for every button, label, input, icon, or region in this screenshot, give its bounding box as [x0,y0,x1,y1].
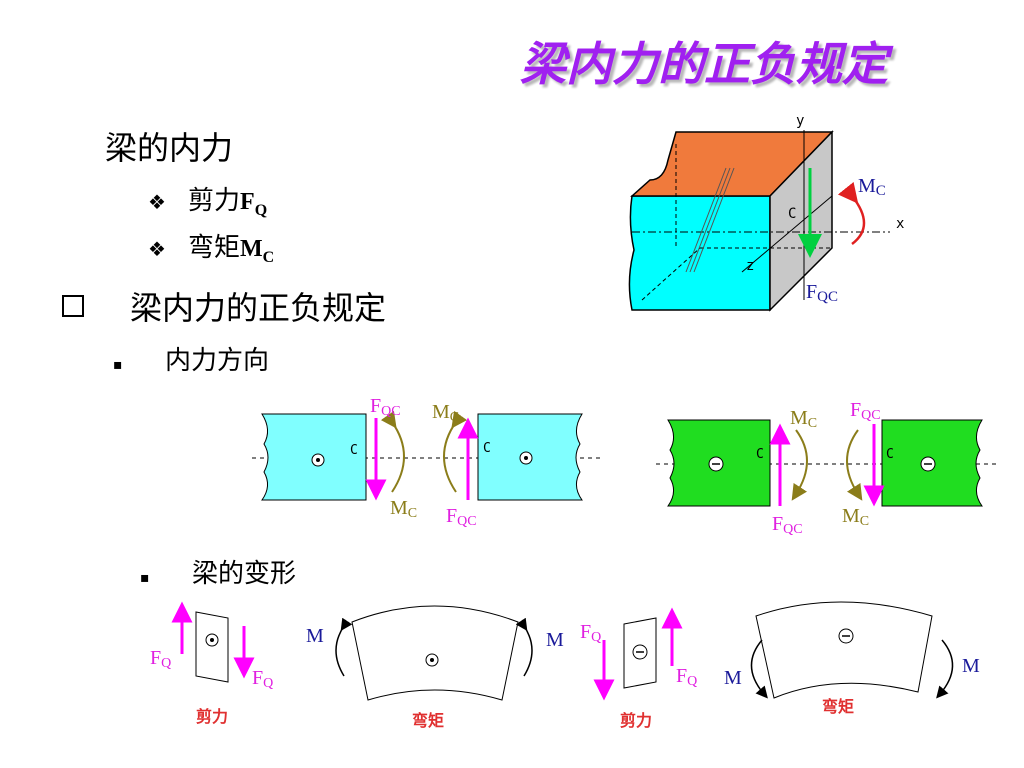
page-title: 梁内力的正负规定 [520,37,888,91]
subheading-deformation: ▪梁的变形 [140,559,297,589]
moment-mc-label: MC [790,407,817,431]
moment-mc-label: MC [390,497,417,521]
shear-caption: 剪力 [196,707,228,726]
checkbox-bullet-icon [62,295,84,317]
negative-force-direction: C C MC FQC FQC MC [656,399,998,537]
moment-m-label: M [306,625,324,647]
shear-fqc-label: FQC [850,399,881,423]
square-bullet-icon: ▪ [113,357,123,373]
shear-fq-label: FQ [676,665,697,689]
moment-m-label: M [724,667,742,689]
bullet-moment: ❖ 弯矩MC [148,227,274,267]
diamond-bullet-icon: ❖ [148,190,166,214]
shear-fqc-label: FQC [772,513,803,537]
beam-element-cube: y x z C MC FQC [628,113,904,312]
shear-fq-label: FQ [252,667,273,691]
shear-fqc-label: FQC [370,395,401,419]
shear-fqc-label: FQC [446,505,477,529]
moment-mc-label: MC [432,401,459,425]
centroid-c-label: C [788,206,796,222]
shear-caption: 剪力 [620,711,652,730]
bullet-shear-text: 剪力 [188,186,241,216]
centroid-c-label: C [886,447,894,462]
subheading-direction: ▪内力方向 [113,346,270,376]
moment-m-label: M [962,655,980,677]
shear-fq-label: FQ [580,621,601,645]
square-bullet-icon: ▪ [140,570,150,586]
moment-caption: 弯矩 [412,711,444,730]
x-axis-label: x [896,216,904,232]
bullet-shear: ❖ 剪力FQ [148,180,267,220]
moment-mc-label: MC [858,175,886,199]
moment-symbol: MC [240,236,275,266]
section-heading-internal-force: 梁的内力 [105,129,234,167]
moment-mc-label: MC [842,505,869,529]
negative-shear-deformation: FQ FQ 剪力 [580,607,697,730]
moment-m-label: M [546,629,564,651]
centroid-c-label: C [350,443,358,458]
centroid-c-label: C [483,441,491,456]
shear-fqc-label: FQC [806,281,838,305]
diamond-bullet-icon: ❖ [148,237,166,261]
positive-moment-deformation: M M 弯矩 [306,605,564,730]
section-heading-sign-convention: 梁内力的正负规定 [62,283,386,329]
section-heading-text: 梁内力的正负规定 [130,289,387,327]
positive-shear-deformation: FQ FQ 剪力 [150,601,273,726]
centroid-c-label: C [756,447,764,462]
moment-caption: 弯矩 [822,697,854,716]
shear-symbol: FQ [240,189,268,219]
negative-moment-deformation: M M 弯矩 [724,601,980,716]
bullet-moment-text: 弯矩 [188,233,241,263]
y-axis-label: y [796,113,804,129]
positive-force-direction: C C FQC MC MC FQC [252,395,600,529]
z-axis-label: z [746,258,754,274]
shear-fq-label: FQ [150,647,171,671]
